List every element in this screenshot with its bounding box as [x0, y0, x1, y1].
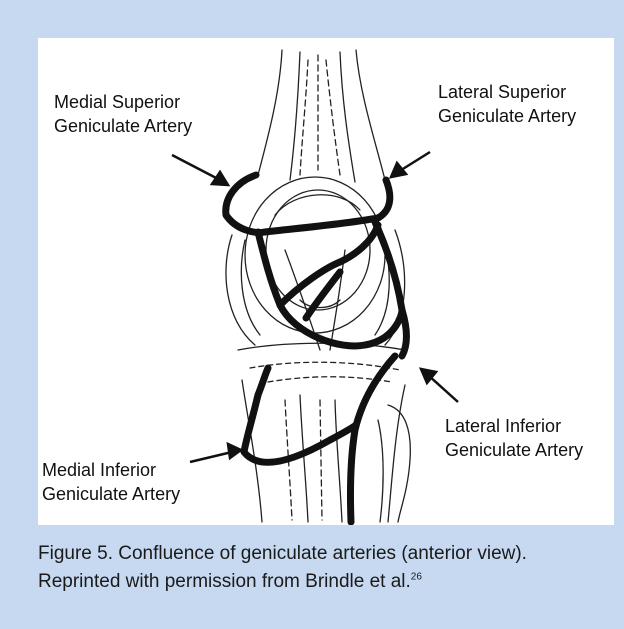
- label-medial-inferior-line1: Medial Inferior: [42, 458, 180, 482]
- patellar-upper-artery: [340, 225, 378, 262]
- femur-line: [290, 52, 300, 180]
- arrow-medial-superior: [172, 155, 220, 180]
- tibia-line: [335, 400, 342, 522]
- patellar-loop-artery: [280, 305, 402, 346]
- medial-descending-artery: [258, 232, 280, 305]
- patella-curve: [275, 195, 360, 215]
- femur-outline-right: [356, 50, 385, 180]
- caption-line2-text: Reprinted with permission from Brindle e…: [38, 571, 411, 592]
- arrow-medial-superior-head: [212, 172, 228, 185]
- femur-outline-left: [258, 50, 282, 175]
- lateral-inferior-geniculate-artery: [402, 310, 407, 356]
- label-medial-superior-line1: Medial Superior: [54, 90, 192, 114]
- label-lateral-inferior-line1: Lateral Inferior: [445, 414, 583, 438]
- lateral-superior-geniculate-artery: [378, 180, 390, 218]
- figure-caption: Figure 5. Confluence of geniculate arter…: [38, 540, 598, 596]
- tibia-line: [300, 395, 308, 522]
- label-lateral-inferior: Lateral Inferior Geniculate Artery: [445, 414, 583, 462]
- femur-line: [340, 52, 355, 182]
- label-lateral-inferior-line2: Geniculate Artery: [445, 438, 583, 462]
- femur-dash: [326, 60, 340, 175]
- fibula-inner: [378, 420, 383, 522]
- tibial-plateau: [238, 343, 405, 350]
- label-medial-inferior-line2: Geniculate Artery: [42, 482, 180, 506]
- medial-superior-geniculate-artery: [226, 175, 265, 232]
- arrow-medial-inferior-head: [228, 444, 241, 458]
- label-lateral-superior-line1: Lateral Superior: [438, 80, 576, 104]
- tibia-dash: [320, 400, 322, 520]
- label-lateral-superior: Lateral Superior Geniculate Artery: [438, 80, 576, 128]
- figure-image: Medial Superior Geniculate Artery Latera…: [38, 38, 614, 525]
- medial-inferior-upper: [258, 368, 268, 395]
- superior-arc-artery: [265, 218, 378, 232]
- label-medial-superior: Medial Superior Geniculate Artery: [54, 90, 192, 138]
- tibial-plateau-2: [250, 362, 400, 370]
- caption-reference: 26: [411, 572, 422, 583]
- caption-line1: Figure 5. Confluence of geniculate arter…: [38, 540, 598, 568]
- label-lateral-superior-line2: Geniculate Artery: [438, 104, 576, 128]
- femur-dash: [300, 60, 308, 175]
- arrow-medial-inferior: [190, 452, 232, 462]
- fibula-outline: [388, 405, 410, 522]
- caption-line2: Reprinted with permission from Brindle e…: [38, 568, 598, 596]
- medial-condyle: [226, 235, 255, 345]
- label-medial-superior-line2: Geniculate Artery: [54, 114, 192, 138]
- arrow-lateral-inferior: [428, 375, 458, 402]
- arrow-lateral-superior-head: [391, 163, 406, 177]
- label-medial-inferior: Medial Inferior Geniculate Artery: [42, 458, 180, 506]
